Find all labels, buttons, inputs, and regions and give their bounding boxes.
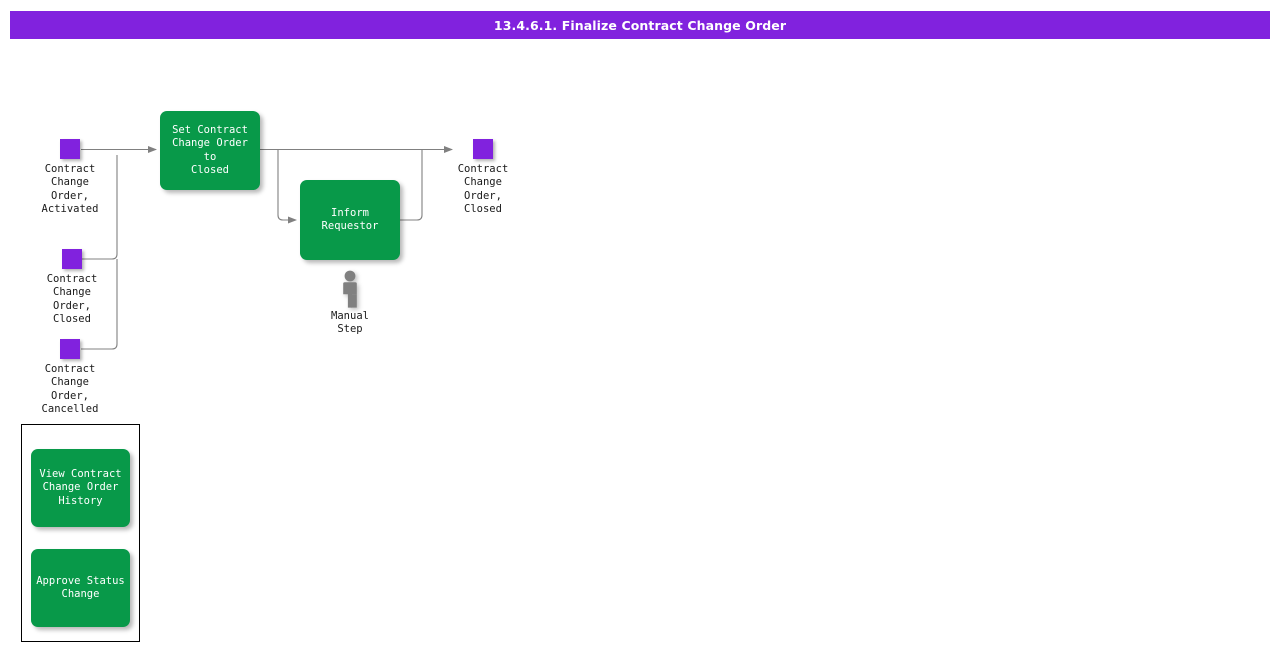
event-square-icon <box>60 139 80 159</box>
edge-inform-requestor-to-rail <box>400 150 423 221</box>
task-label: Inform Requestor <box>321 206 379 232</box>
legend-panel: View Contract Change Order History Appro… <box>21 424 140 642</box>
event-square-icon <box>62 249 82 269</box>
edge-branch-to-inform-requestor <box>277 150 297 224</box>
event-label: Contract Change Order, Closed <box>457 163 509 216</box>
event-label: Contract Change Order, Cancelled <box>41 363 99 416</box>
legend-item-label: Approve Status Change <box>36 574 125 600</box>
legend-item-view-contract-change-order-history[interactable]: View Contract Change Order History <box>31 449 130 527</box>
event-node-contract-change-order-activated[interactable]: Contract Change Order, Activated <box>10 139 130 217</box>
task-node-set-contract-change-order-to-closed[interactable]: Set Contract Change Order to Closed <box>160 111 260 190</box>
event-square-icon <box>60 339 80 359</box>
task-label: Set Contract Change Order to Closed <box>172 124 248 176</box>
event-label: Contract Change Order, Activated <box>41 163 99 216</box>
legend-item-label: View Contract Change Order History <box>39 468 122 507</box>
event-node-contract-change-order-closed-end[interactable]: Contract Change Order, Closed <box>423 139 543 217</box>
page-header-bar: 13.4.6.1. Finalize Contract Change Order <box>10 11 1270 39</box>
event-node-contract-change-order-closed-start[interactable]: Contract Change Order, Closed <box>12 249 132 327</box>
event-square-icon <box>473 139 493 159</box>
task-node-inform-requestor[interactable]: Inform Requestor <box>300 180 400 260</box>
event-node-contract-change-order-cancelled[interactable]: Contract Change Order, Cancelled <box>10 339 130 417</box>
page-title: 13.4.6.1. Finalize Contract Change Order <box>493 17 787 33</box>
manual-step-annotation: Manual Step <box>305 270 395 336</box>
person-icon <box>343 270 357 308</box>
legend-item-approve-status-change[interactable]: Approve Status Change <box>31 549 130 627</box>
event-label: Contract Change Order, Closed <box>46 273 98 326</box>
manual-step-label: Manual Step <box>331 310 369 336</box>
